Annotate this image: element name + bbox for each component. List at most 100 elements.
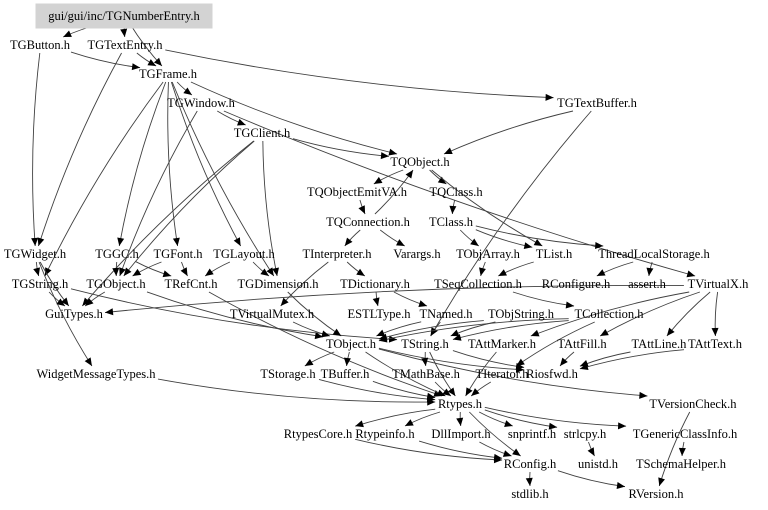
graph-node[interactable]: TGTextEntry.h: [87, 38, 163, 52]
graph-node[interactable]: TAttMarker.h: [468, 337, 537, 351]
edge-TStorage-to-Rtypes: [318, 378, 436, 401]
arrowhead-icon: [447, 387, 456, 396]
graph-node[interactable]: TGFrame.h: [139, 67, 198, 81]
graph-node[interactable]: TNamed.h: [419, 307, 473, 321]
node-label: RConfig.h: [504, 457, 557, 471]
arrowhead-icon: [304, 358, 314, 366]
edges: [31, 23, 719, 489]
graph-node[interactable]: Rtypes.h: [438, 397, 483, 411]
node-label: TQClass.h: [429, 185, 483, 199]
graph-node[interactable]: TList.h: [536, 247, 573, 261]
edge-TRefCnt-to-Rtypes: [208, 291, 443, 397]
node-label: TGString.h: [12, 277, 69, 291]
node-label: DllImport.h: [431, 427, 491, 441]
edge-TGTextBuffer-to-TString: [430, 110, 592, 337]
edge-TGClient-to-GuiTypes: [81, 140, 254, 307]
graph-node[interactable]: TIterator.h: [475, 367, 529, 381]
graph-node[interactable]: assert.h: [628, 277, 667, 291]
arrowhead-icon: [617, 422, 627, 430]
graph-node[interactable]: strlcpy.h: [564, 427, 607, 441]
graph-node[interactable]: TQConnection.h: [326, 215, 410, 229]
graph-node[interactable]: RVersion.h: [629, 487, 685, 501]
graph-node[interactable]: TAttFill.h: [557, 337, 607, 351]
node-label: TCollection.h: [574, 307, 644, 321]
graph-node[interactable]: TGGC.h: [95, 247, 139, 261]
graph-node[interactable]: RConfigure.h: [542, 277, 611, 291]
arrowhead-icon: [123, 267, 132, 276]
arrowhead-icon: [666, 327, 675, 336]
graph-node[interactable]: TQObjectEmitVA.h: [307, 185, 408, 199]
node-label: Riosfwd.h: [526, 367, 578, 381]
graph-node[interactable]: TGClient.h: [234, 126, 291, 140]
node-label: TVirtualX.h: [688, 277, 749, 291]
arrowhead-icon: [405, 419, 414, 426]
graph-node[interactable]: TVirtualX.h: [688, 277, 749, 291]
graph-node[interactable]: WidgetMessageTypes.h: [36, 367, 156, 381]
graph-node[interactable]: TGWidget.h: [4, 247, 67, 261]
node-label: TGTextEntry.h: [87, 38, 163, 52]
graph-node[interactable]: TGDimension.h: [238, 277, 320, 291]
graph-node[interactable]: Varargs.h: [393, 247, 441, 261]
graph-node[interactable]: TInterpreter.h: [302, 247, 372, 261]
graph-node[interactable]: RConfig.h: [504, 457, 557, 471]
arrowhead-icon: [442, 388, 451, 396]
graph-node[interactable]: TAttText.h: [688, 337, 743, 351]
graph-node[interactable]: TRefCnt.h: [164, 277, 218, 291]
arrowhead-icon: [396, 239, 405, 246]
graph-node[interactable]: TGenericClassInfo.h: [633, 427, 738, 441]
arrowhead-icon: [183, 87, 192, 95]
graph-node[interactable]: TString.h: [401, 337, 449, 351]
graph-node[interactable]: TVersionCheck.h: [649, 397, 737, 411]
graph-node[interactable]: TCollection.h: [574, 307, 644, 321]
graph-node[interactable]: TMathBase.h: [392, 367, 460, 381]
graph-node[interactable]: TGFont.h: [154, 247, 204, 261]
graph-node[interactable]: unistd.h: [578, 457, 619, 471]
arrowhead-icon: [280, 297, 289, 306]
graph-node[interactable]: TAttLine.h: [632, 337, 688, 351]
graph-node[interactable]: TGLayout.h: [213, 247, 275, 261]
graph-node[interactable]: snprintf.h: [508, 427, 557, 441]
graph-node[interactable]: TStorage.h: [260, 367, 316, 381]
graph-node[interactable]: TGObject.h: [86, 277, 146, 291]
arrowhead-icon: [405, 170, 414, 179]
graph-node[interactable]: ThreadLocalStorage.h: [598, 247, 710, 261]
graph-node[interactable]: TGTextBuffer.h: [557, 96, 638, 110]
graph-node[interactable]: GuiTypes.h: [45, 307, 104, 321]
graph-node[interactable]: TGString.h: [12, 277, 69, 291]
node-label: TMathBase.h: [392, 367, 460, 381]
graph-node[interactable]: DllImport.h: [431, 427, 491, 441]
arrowhead-icon: [372, 297, 380, 306]
graph-node[interactable]: TQClass.h: [429, 185, 483, 199]
node-label: TObjString.h: [488, 307, 555, 321]
graph-node[interactable]: TGButton.h: [10, 38, 71, 52]
graph-node[interactable]: stdlib.h: [511, 487, 549, 501]
arrowhead-icon: [421, 357, 429, 366]
graph-node[interactable]: TQObject.h: [390, 155, 450, 169]
node-label: TAttFill.h: [557, 337, 607, 351]
graph-node[interactable]: ESTLType.h: [348, 307, 412, 321]
edge-TGTextBuffer-to-TQObject: [443, 110, 574, 155]
graph-node[interactable]: TVirtualMutex.h: [230, 307, 315, 321]
arrowhead-icon: [470, 238, 479, 246]
graph-node[interactable]: TDictionary.h: [340, 277, 410, 291]
node-label: TGenericClassInfo.h: [633, 427, 738, 441]
graph-node[interactable]: Rtypeinfo.h: [355, 427, 415, 441]
graph-node[interactable]: TObjArray.h: [456, 247, 521, 261]
graph-node[interactable]: TObjString.h: [488, 307, 555, 321]
arrowhead-icon: [373, 176, 383, 184]
graph-node[interactable]: RtypesCore.h: [284, 427, 353, 441]
edge-TSeqCollection-to-TCollection: [512, 291, 575, 307]
graph-node[interactable]: TGWindow.h: [167, 96, 236, 110]
node-label: RConfigure.h: [542, 277, 611, 291]
graph-node[interactable]: TClass.h: [429, 215, 474, 229]
graph-node[interactable]: TSchemaHelper.h: [636, 457, 727, 471]
node-label: TVirtualMutex.h: [230, 307, 315, 321]
graph-node[interactable]: TObject.h: [326, 337, 377, 351]
arrowhead-icon: [450, 329, 460, 337]
graph-node[interactable]: TSeqCollection.h: [434, 277, 523, 291]
graph-node[interactable]: Riosfwd.h: [526, 367, 578, 381]
root-node[interactable]: gui/gui/inc/TGNumberEntry.h: [35, 3, 213, 29]
graph-node[interactable]: TBuffer.h: [321, 367, 370, 381]
edge-TObject-to-Rtypes: [365, 351, 446, 397]
node-label: gui/gui/inc/TGNumberEntry.h: [48, 9, 200, 23]
